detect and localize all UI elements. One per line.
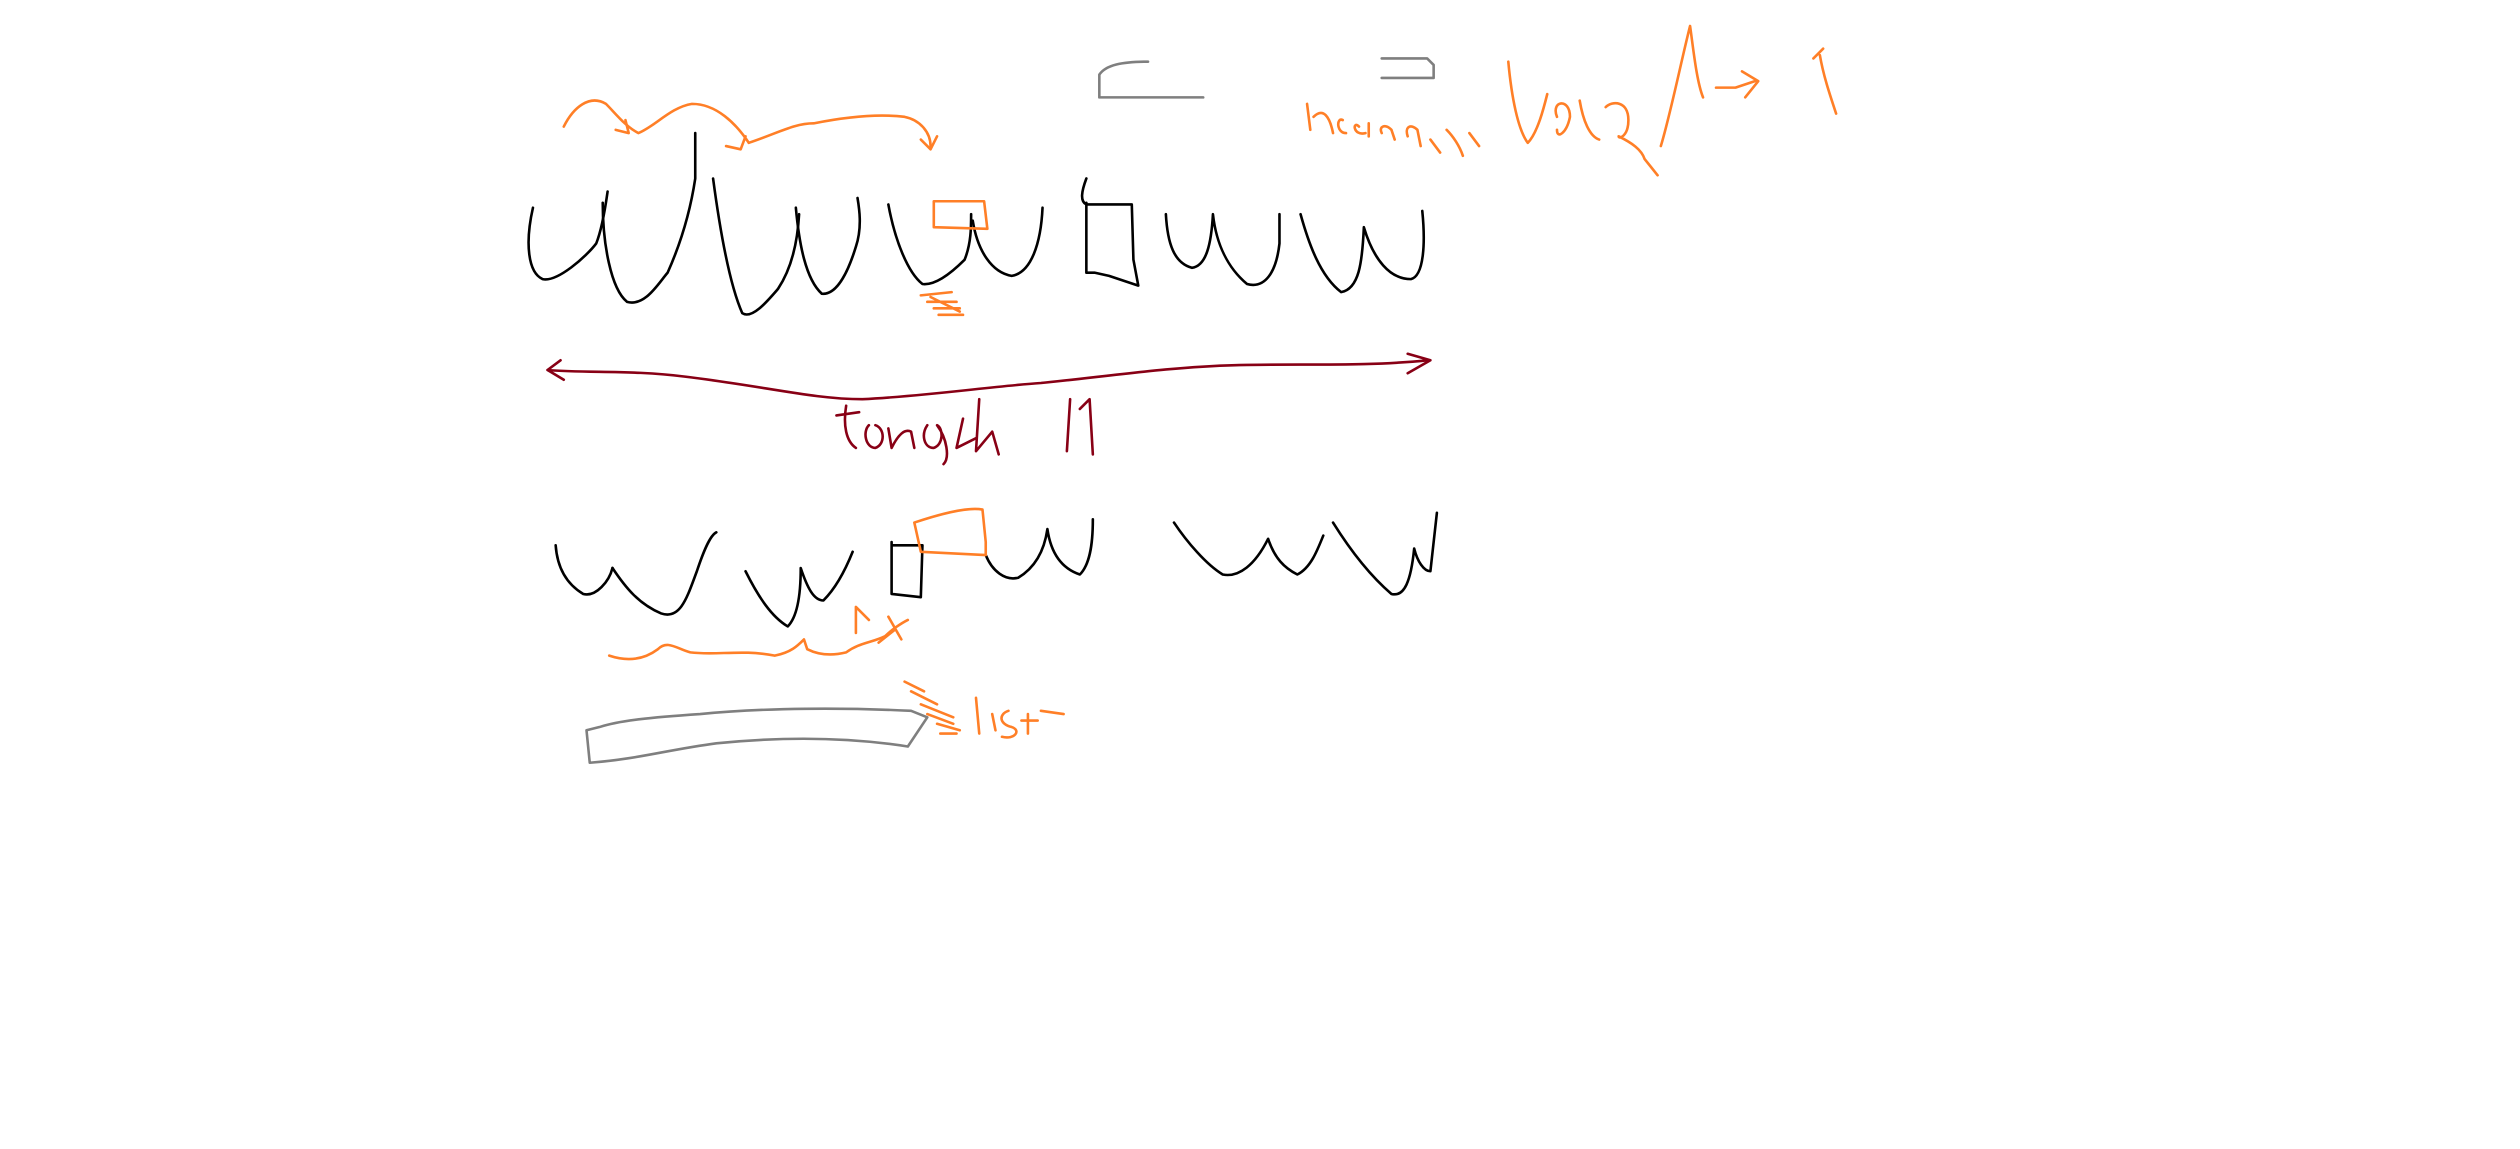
window-label: remaining length -> 1 [1560,95,1578,98]
top-cell-6 [971,206,1044,278]
bottom-cell-6 [1172,521,1325,577]
bottom-cell-5 [984,518,1095,580]
length-arrow-head-right [1406,352,1432,375]
orange-scribble [919,290,965,317]
list-bar [585,707,929,765]
top-cell-2 [601,131,697,304]
gray-bracket-2 [1380,57,1435,80]
top-row-cells [527,131,1425,316]
orange-box-bottom [913,507,988,557]
length-arrow-head-left [546,358,566,382]
bottom-cell-2 [611,531,718,616]
orange-bottom-arc [607,618,910,661]
top-cell-8 [1164,212,1281,287]
length-arrow [546,352,1432,401]
top-cell-9 [1299,209,1425,294]
top-orange-arcs [562,99,989,317]
top-cell-7-box [1080,177,1140,287]
window-label-group: remaining length -> 1 [1305,24,1838,177]
list-label: list [1008,722,1011,725]
window-label-handwriting [1305,24,1838,177]
bottom-cell-7 [1331,511,1439,596]
orange-arc-2 [747,114,932,148]
orange-arc-2-head [919,135,939,151]
list-label-group: list [903,680,1065,739]
length-arrow-line [546,358,1429,401]
orange-arc-1-head [614,118,747,151]
list-label-handwriting [903,680,1065,739]
bottom-cell-3 [744,550,854,628]
top-gray-marks [1098,57,1435,99]
bottom-orange-marks [607,507,988,661]
top-cell-5 [887,203,973,286]
bottom-row-cells [554,511,1439,628]
length-label-group: length 11 [835,397,1095,466]
orange-small-box [932,199,989,231]
orange-arc-1 [562,99,751,145]
length-label-handwriting [835,397,1095,466]
top-cell-4 [794,196,862,296]
gray-bracket-1 [1098,60,1205,99]
bottom-cell-4-box [890,540,924,599]
list-bar-group [585,707,929,765]
bottom-cell-1 [554,543,614,596]
length-label: length 11 [911,436,919,439]
top-cell-3 [711,177,801,316]
orange-bottom-arrowhead [854,605,903,644]
top-cell-1 [527,190,609,281]
